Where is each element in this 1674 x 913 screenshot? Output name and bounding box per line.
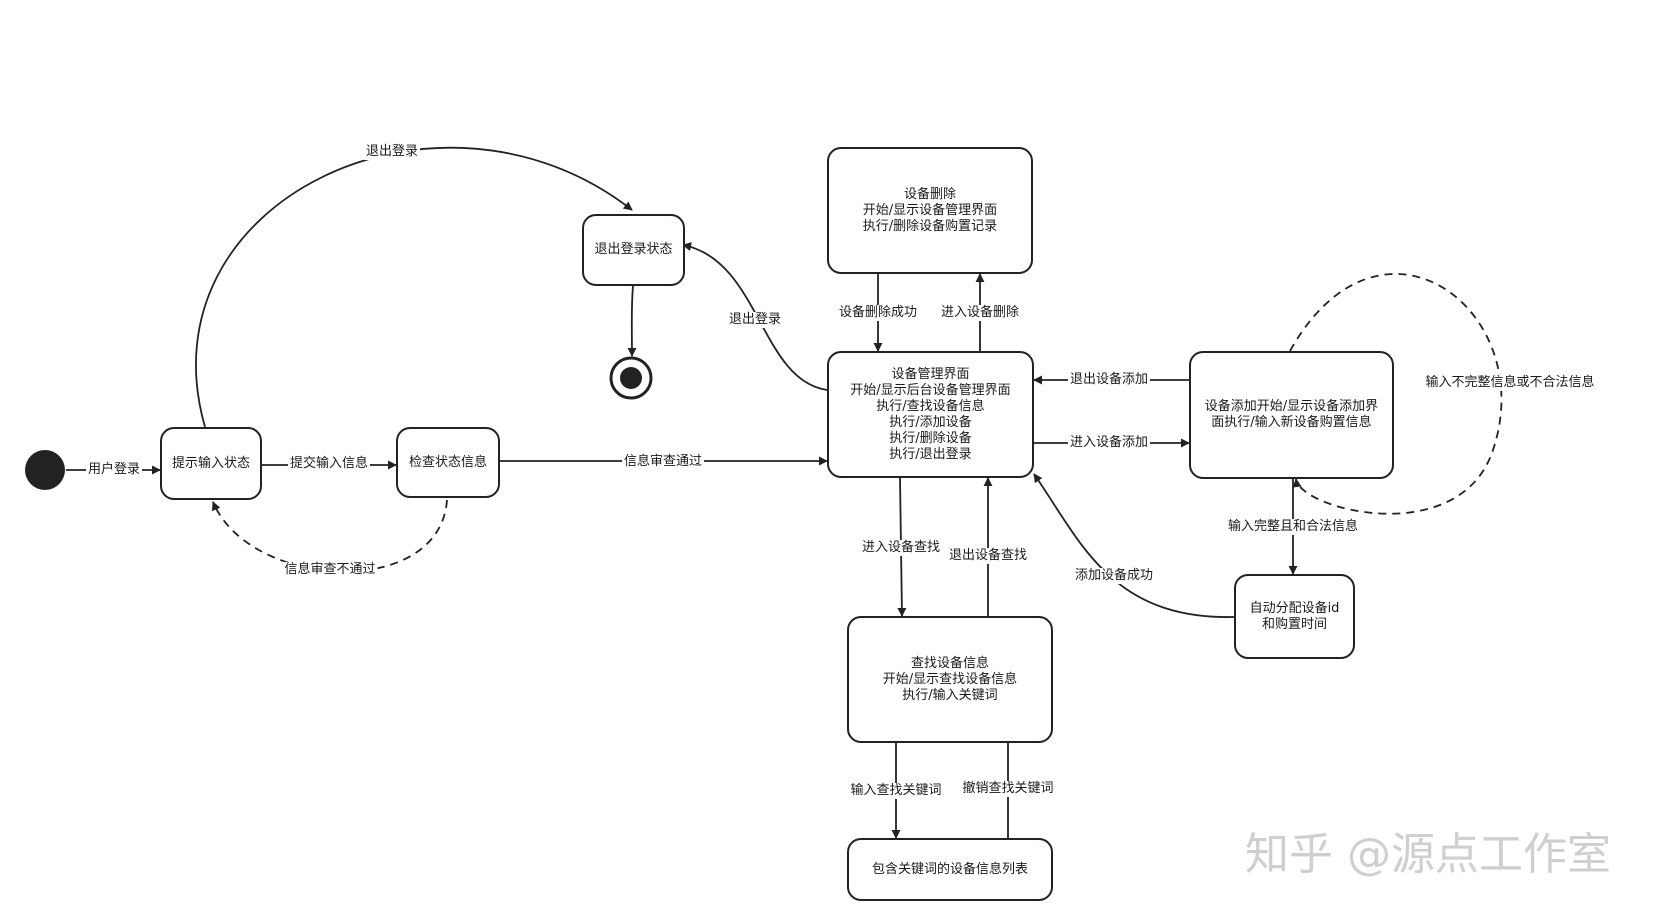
edge-incomplete-info <box>1289 273 1503 515</box>
state-device-management-line-2: 开始/显示后台设备管理界面 <box>850 382 1011 398</box>
label-input-keyword: 输入查找关键词 <box>848 783 944 799</box>
state-device-delete-line-1: 设备删除 <box>903 186 956 202</box>
state-search-info-line-3: 执行/输入关键词 <box>902 687 998 703</box>
state-keyword-list-line-1: 包含关键词的设备信息列表 <box>871 861 1028 877</box>
state-check-status-line-1: 检查状态信息 <box>408 454 487 470</box>
label-logout-mgmt: 退出登录 <box>726 312 784 328</box>
state-device-management-line-4: 执行/添加设备 <box>889 414 972 430</box>
state-search-info-line-1: 查找设备信息 <box>910 655 989 671</box>
label-complete-info: 输入完整且和合法信息 <box>1225 519 1361 535</box>
state-auto-assign-line-1: 自动分配设备id <box>1249 600 1340 616</box>
edge-logout-top <box>195 146 633 428</box>
state-prompt-input: 提示输入状态 <box>160 427 262 500</box>
state-auto-assign: 自动分配设备id 和购置时间 <box>1234 574 1355 659</box>
state-device-management-line-1: 设备管理界面 <box>891 366 970 382</box>
state-device-management: 设备管理界面 开始/显示后台设备管理界面 执行/查找设备信息 执行/添加设备 执… <box>827 351 1034 478</box>
state-device-delete-line-3: 执行/删除设备购置记录 <box>862 218 998 234</box>
state-device-delete-line-2: 开始/显示设备管理界面 <box>862 202 998 218</box>
state-device-delete: 设备删除 开始/显示设备管理界面 执行/删除设备购置记录 <box>827 147 1033 274</box>
label-exit-search: 退出设备查找 <box>946 548 1030 564</box>
state-search-info: 查找设备信息 开始/显示查找设备信息 执行/输入关键词 <box>847 616 1053 743</box>
state-device-management-line-6: 执行/退出登录 <box>889 446 972 462</box>
state-auto-assign-line-2: 和购置时间 <box>1261 616 1327 632</box>
state-device-add-line-2: 面执行/输入新设备购置信息 <box>1211 415 1372 430</box>
state-prompt-input-line-1: 提示输入状态 <box>171 455 250 471</box>
label-review-fail: 信息审查不通过 <box>282 562 378 578</box>
state-keyword-list: 包含关键词的设备信息列表 <box>847 838 1053 901</box>
state-logout-line-1: 退出登录状态 <box>594 242 673 257</box>
state-logout: 退出登录状态 <box>582 214 685 286</box>
label-enter-search: 进入设备查找 <box>859 540 943 556</box>
state-device-add-line-1: 设备添加开始/显示设备添加界 <box>1204 399 1379 414</box>
label-enter-add: 进入设备添加 <box>1067 435 1151 451</box>
label-delete-success: 设备删除成功 <box>836 305 920 321</box>
label-logout-top: 退出登录 <box>363 144 421 160</box>
label-review-pass: 信息审查通过 <box>621 454 705 470</box>
label-user-login: 用户登录 <box>85 462 143 478</box>
final-state-core <box>620 367 642 389</box>
edge-to-final <box>627 285 637 357</box>
label-add-success: 添加设备成功 <box>1072 568 1156 584</box>
label-submit-input: 提交输入信息 <box>287 456 371 472</box>
state-check-status: 检查状态信息 <box>396 427 500 498</box>
state-device-add: 设备添加开始/显示设备添加界 面执行/输入新设备购置信息 <box>1189 351 1394 479</box>
state-search-info-line-2: 开始/显示查找设备信息 <box>882 671 1018 687</box>
label-enter-delete: 进入设备删除 <box>938 305 1022 321</box>
state-device-management-line-3: 执行/查找设备信息 <box>876 398 985 414</box>
state-device-management-line-5: 执行/删除设备 <box>889 430 972 446</box>
label-cancel-keyword: 撤销查找关键词 <box>960 781 1056 797</box>
watermark: 知乎 @源点工作室 <box>1245 829 1611 880</box>
label-incomplete-info: 输入不完整信息或不合法信息 <box>1423 375 1597 391</box>
edge-review-fail <box>212 499 448 573</box>
label-exit-add: 退出设备添加 <box>1067 372 1151 388</box>
edge-add-success <box>1033 473 1235 618</box>
initial-state <box>25 450 65 490</box>
